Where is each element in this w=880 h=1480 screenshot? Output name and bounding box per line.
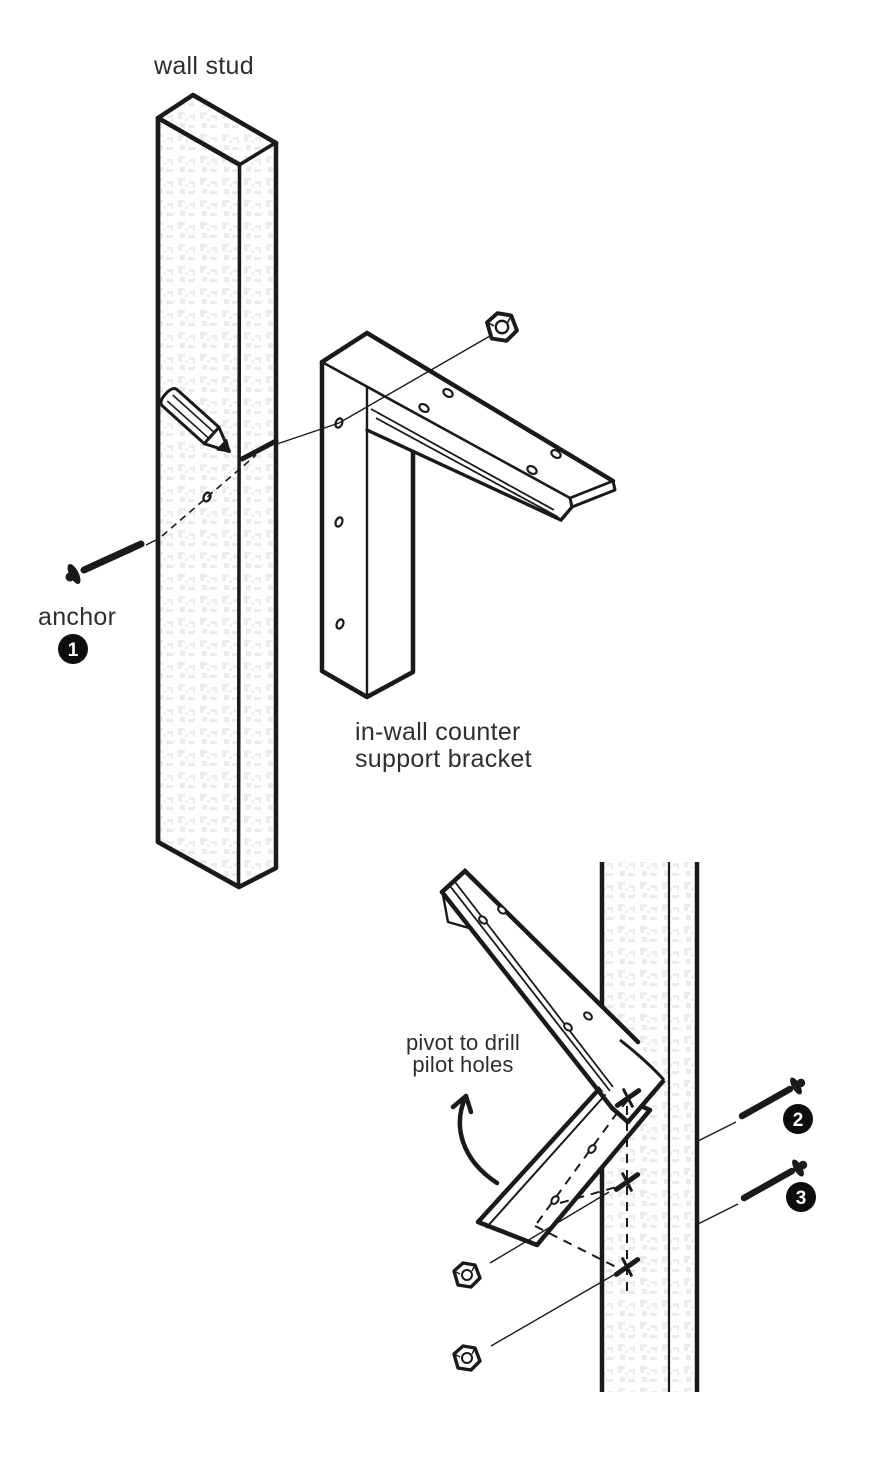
pencil-mark (239, 438, 279, 462)
anchor-badge: 1 (58, 634, 88, 664)
hex-nut-icon (452, 1344, 482, 1372)
pivot-label-line2: pilot holes (412, 1052, 513, 1077)
support-bracket (319, 330, 617, 700)
nut-leader-line (490, 1272, 618, 1347)
screw-3-badge: 3 (786, 1182, 816, 1212)
lower-illustration: 2 3 pivot to drill pilot holes (406, 862, 816, 1392)
screw-icon (740, 1159, 808, 1202)
anchor-label: anchor (38, 603, 116, 631)
wall-strip (599, 862, 700, 1392)
pivot-arrow (450, 1093, 500, 1186)
pilot-hole-x-marks (613, 1088, 642, 1277)
screw-2-badge: 2 (783, 1104, 813, 1134)
screw-icon (738, 1077, 806, 1120)
anchor-alignment-leader (145, 335, 491, 546)
bracket-label-line2: support bracket (355, 745, 532, 773)
anchor-screw-icon (65, 540, 145, 585)
screw-3-badge-number: 3 (796, 1188, 807, 1209)
hex-nut-icon (485, 311, 519, 343)
anchor-badge-number: 1 (68, 640, 79, 661)
nut-leader-line (489, 1191, 610, 1264)
bracket-label-line1: in-wall counter (355, 718, 521, 746)
wall-stud (155, 92, 279, 890)
bracket-holes (334, 387, 562, 630)
screw-2-badge-number: 2 (793, 1110, 804, 1131)
wall-stud-label: wall stud (153, 52, 254, 80)
screw-leader-line (697, 1121, 737, 1142)
pilot-hole-guides (534, 1099, 629, 1294)
lower-nuts (452, 1191, 618, 1372)
upper-illustration: wall stud anchor 1 in-wall counter suppo… (38, 52, 617, 890)
long-arm-holes (478, 905, 593, 1032)
hex-nut-icon (452, 1261, 482, 1289)
pencil-icon (159, 387, 231, 454)
screw-2-group: 2 (697, 1077, 813, 1142)
screw-3-group: 3 (697, 1159, 816, 1225)
screw-leader-line (697, 1203, 739, 1225)
pivot-label-line1: pivot to drill (406, 1030, 520, 1055)
